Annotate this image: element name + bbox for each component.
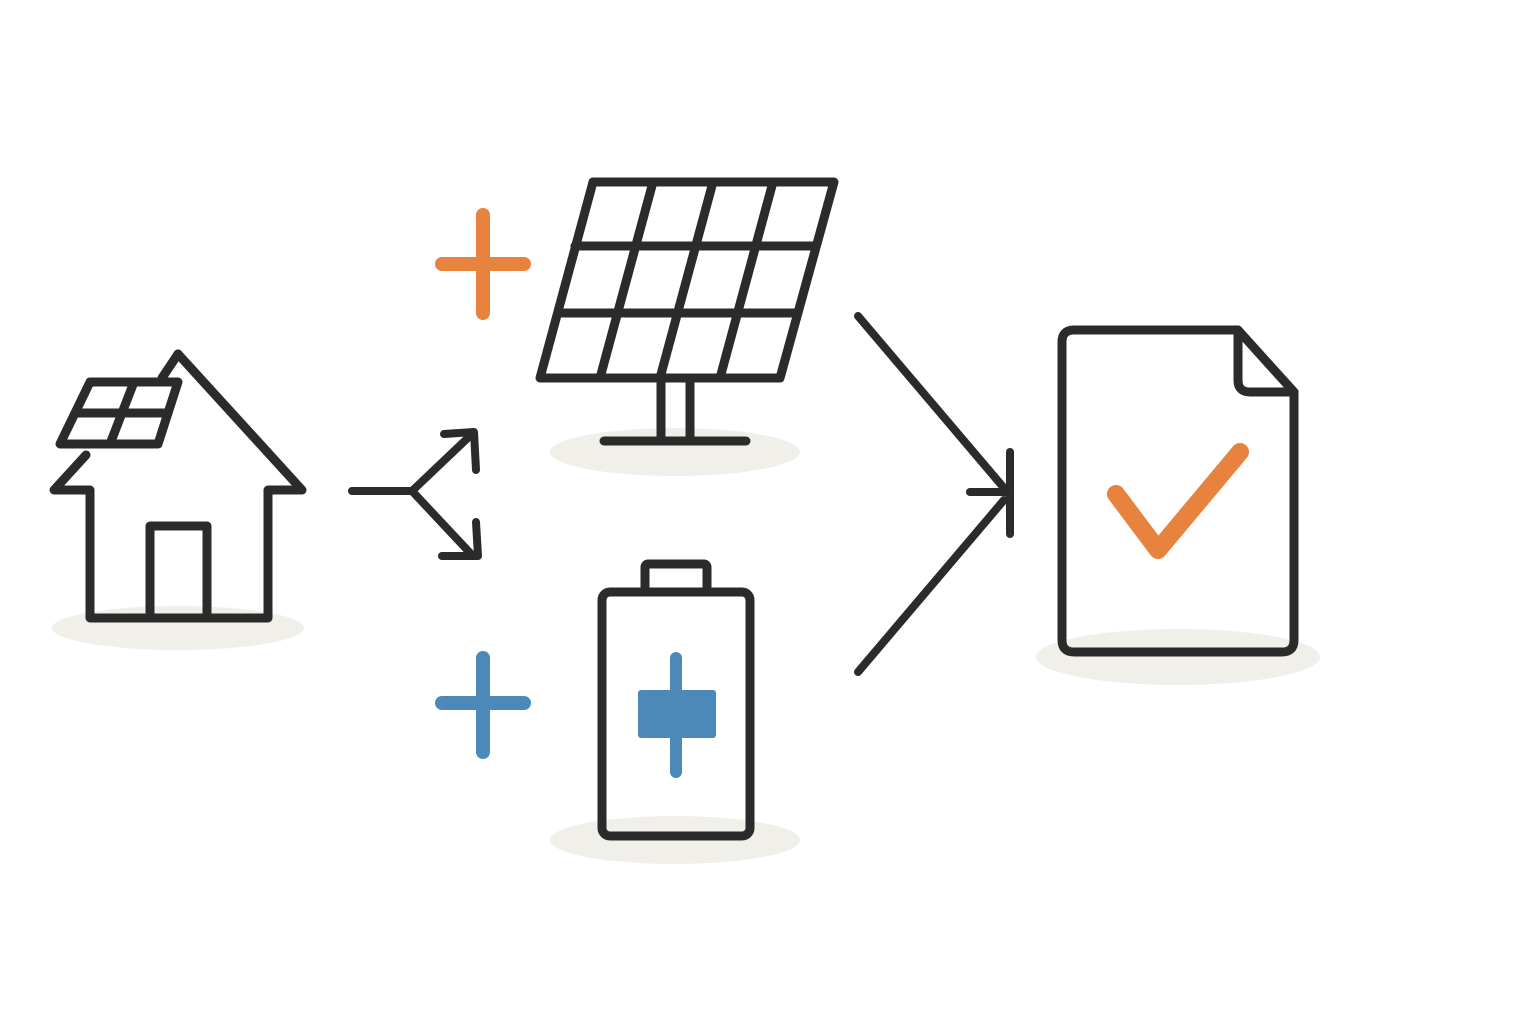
- plus-icon-orange: [435, 208, 531, 320]
- split-arrow-icon: [348, 428, 482, 560]
- checkmark-icon: [1107, 443, 1249, 559]
- house-with-solar-roof-icon: [49, 349, 307, 623]
- plus-icon-blue: [435, 651, 531, 759]
- document-outline: [1057, 325, 1299, 657]
- ground-shadows: [52, 428, 1320, 864]
- approved-document-icon: [1057, 325, 1299, 657]
- document-shadow: [1036, 629, 1320, 685]
- document-corner-fold: [1233, 325, 1299, 397]
- house-door: [145, 521, 212, 619]
- battery-icon: [597, 559, 755, 841]
- house-outline: [49, 349, 307, 623]
- merge-arrow-icon: [854, 312, 1014, 676]
- solar-panel-shadow: [550, 428, 800, 476]
- roof-solar-panel: [55, 377, 183, 449]
- battery-body: [597, 587, 755, 841]
- solar-panel-icon: [535, 177, 839, 446]
